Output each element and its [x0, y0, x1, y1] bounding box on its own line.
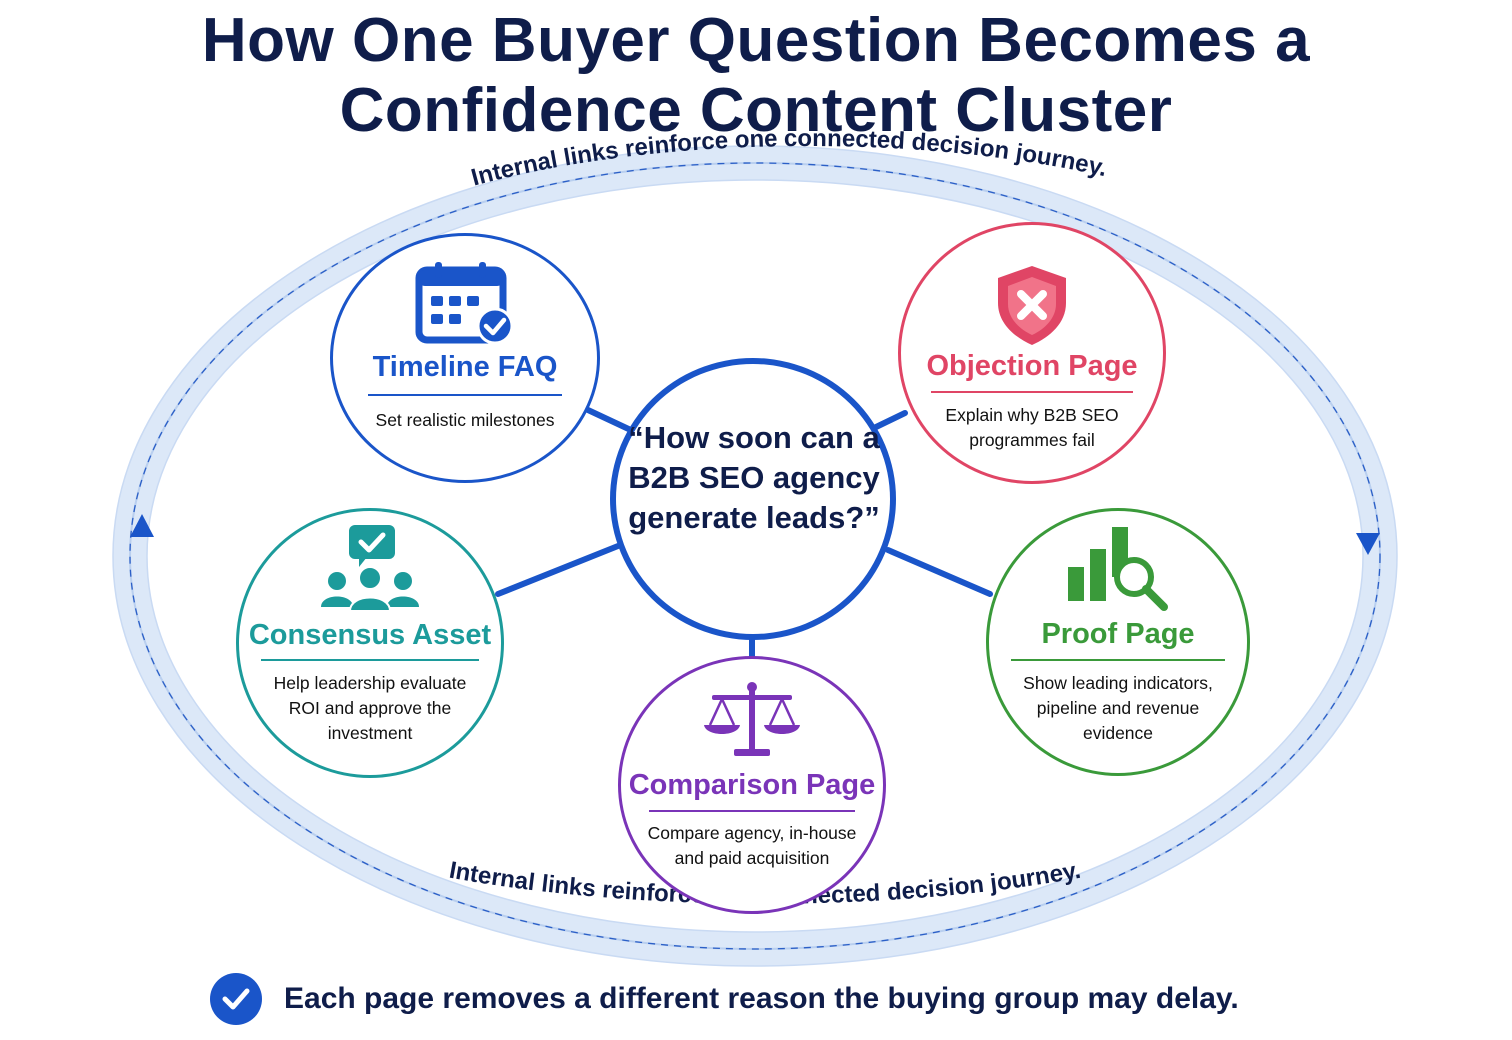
- calendar-check-icon: [333, 260, 597, 344]
- objection-page-desc: Explain why B2B SEO programmes fail: [945, 405, 1119, 450]
- balance-scale-icon: [621, 681, 883, 765]
- center-question-node: [610, 358, 896, 640]
- comparison-page-divider: [649, 810, 855, 812]
- loop-arrow-left-up-icon: [130, 514, 154, 537]
- proof-page-divider: [1011, 659, 1225, 661]
- consensus-asset-desc: Help leadership evaluate ROI and approve…: [273, 673, 467, 743]
- objection-page-node: Objection Page Explain why B2B SEO progr…: [898, 222, 1166, 484]
- internal-links-loop: [112, 145, 1398, 967]
- connector-objection: [871, 410, 908, 431]
- comparison-page-label: Comparison Page: [628, 769, 876, 801]
- group-approval-icon: [239, 523, 501, 615]
- proof-page-node: Proof Page Show leading indicators, pipe…: [986, 508, 1250, 776]
- shield-x-icon: [901, 263, 1163, 347]
- objection-page-divider: [931, 391, 1133, 393]
- diagram-title: How One Buyer Question Becomes a Confide…: [0, 6, 1512, 146]
- loop-arrow-right-down-icon: [1356, 533, 1380, 555]
- connector-consensus: [495, 543, 621, 597]
- consensus-asset-label: Consensus Asset: [248, 619, 492, 651]
- timeline-faq-node: Timeline FAQ Set realistic milestones: [330, 233, 600, 483]
- bar-chart-magnifier-icon: [989, 523, 1247, 613]
- title-line-2: Confidence Content Cluster: [339, 76, 1173, 145]
- connectors: [495, 407, 993, 661]
- center-question: “How soon can a B2B SEO agency generate …: [628, 420, 880, 535]
- connector-timeline: [585, 407, 638, 435]
- connector-proof: [885, 547, 993, 597]
- check-circle-icon: [210, 973, 262, 1025]
- footer-text: Each page removes a different reason the…: [284, 982, 1239, 1015]
- comparison-page-desc: Compare agency, in-house and paid acquis…: [647, 823, 857, 868]
- proof-page-label: Proof Page: [1041, 618, 1195, 650]
- footer-note: Each page removes a different reason the…: [210, 972, 1239, 1026]
- timeline-faq-desc: Set realistic milestones: [375, 410, 555, 430]
- comparison-page-node: Comparison Page Compare agency, in-house…: [618, 656, 886, 914]
- objection-page-label: Objection Page: [926, 350, 1138, 382]
- timeline-faq-divider: [368, 394, 562, 396]
- title-line-1: How One Buyer Question Becomes a: [201, 6, 1311, 75]
- consensus-asset-divider: [261, 659, 479, 661]
- consensus-asset-node: Consensus Asset Help leadership evaluate…: [236, 508, 504, 778]
- timeline-faq-label: Timeline FAQ: [372, 351, 558, 383]
- proof-page-desc: Show leading indicators, pipeline and re…: [1023, 673, 1213, 743]
